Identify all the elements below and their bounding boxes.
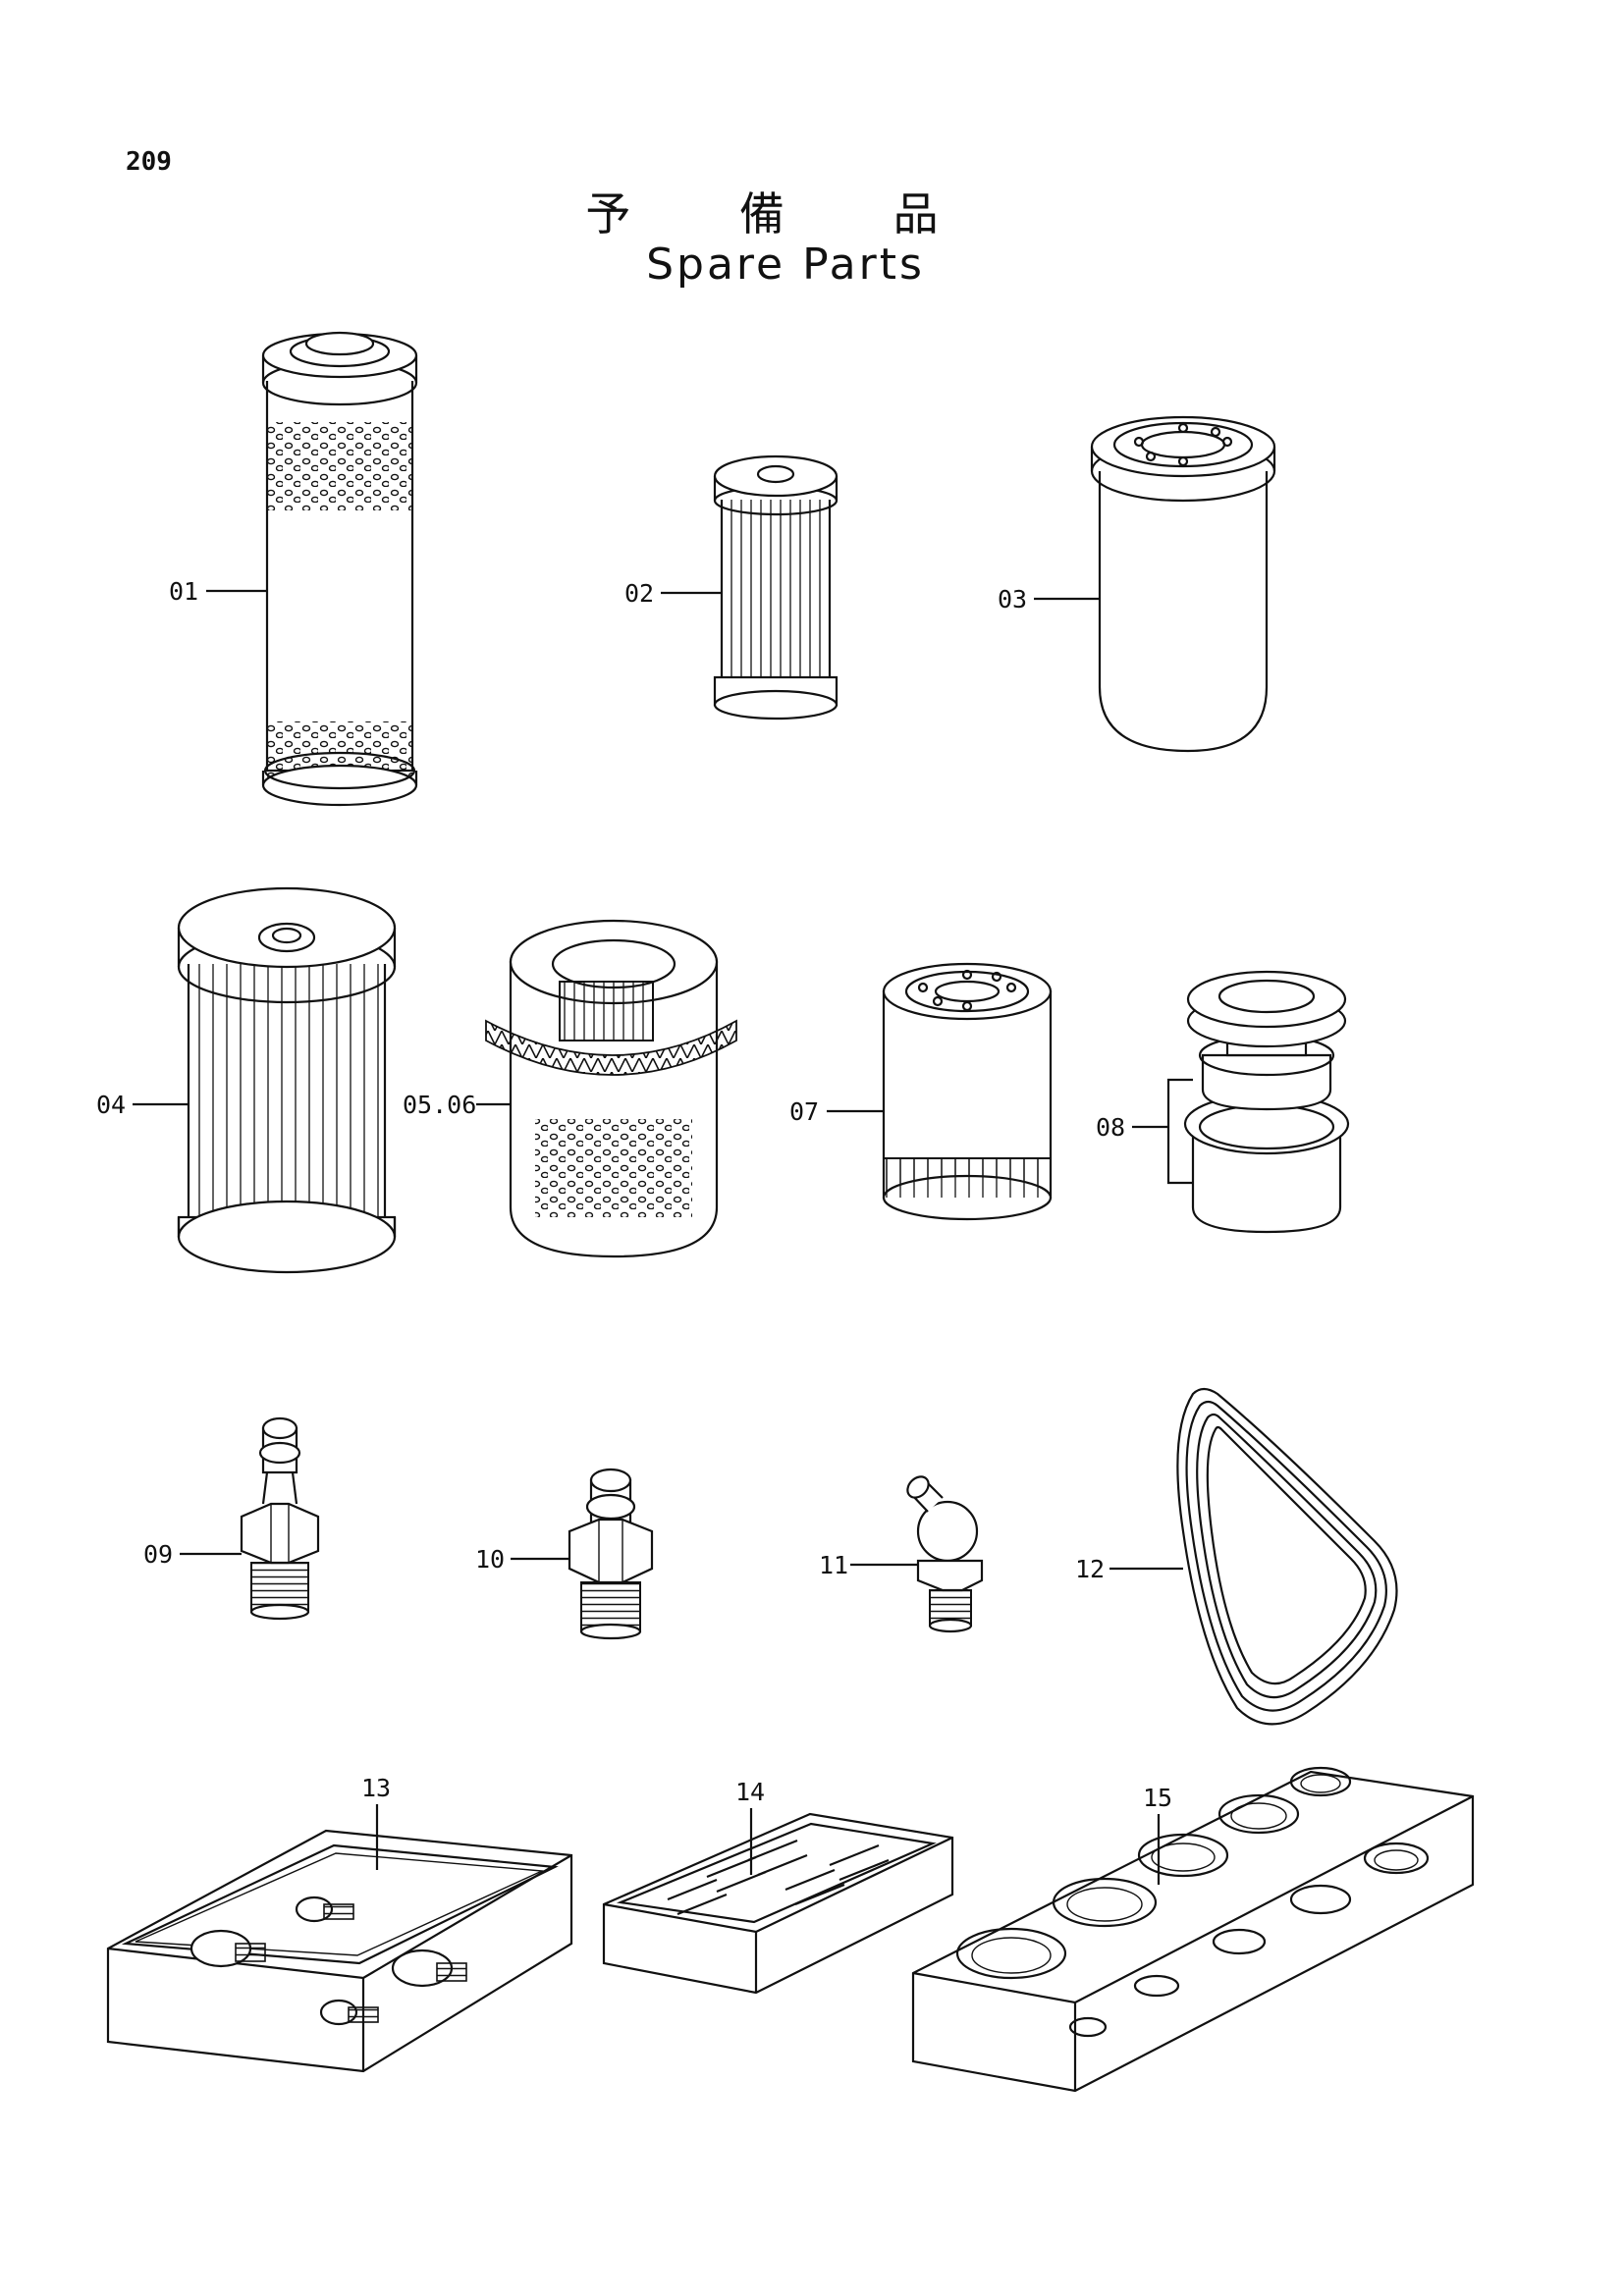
part-15-plug-block: [911, 1766, 1475, 2093]
part-03-filter: [1090, 415, 1276, 753]
part-14-fuse-tray: [602, 1812, 954, 1995]
callout-labels: 01 02 03 04 05.06 07 08 09 10 11 12 13 1…: [96, 577, 1172, 1812]
callout-15: 15: [1143, 1784, 1172, 1812]
part-12-v-belt: [1176, 1387, 1398, 1726]
callout-11: 11: [819, 1551, 848, 1579]
part-10-grease-nipple: [568, 1468, 654, 1640]
page-number: 209: [126, 147, 172, 177]
part-11-angle-grease-nipple: [906, 1475, 984, 1633]
part-01-filter: [261, 331, 418, 807]
part-09-grease-nipple: [240, 1416, 320, 1621]
part-05-06-breather: [485, 919, 737, 1258]
callout-08: 08: [1096, 1113, 1125, 1142]
part-07-oil-filter: [882, 962, 1053, 1221]
leader-lines: [133, 589, 1183, 1885]
part-02-filter: [713, 454, 839, 721]
callout-13: 13: [361, 1774, 391, 1802]
callout-12: 12: [1075, 1555, 1105, 1583]
callout-14: 14: [735, 1778, 765, 1806]
title-japanese: 予 備 品: [585, 187, 986, 240]
callout-05-06: 05.06: [403, 1091, 476, 1119]
callout-02: 02: [624, 579, 654, 608]
callout-10: 10: [475, 1545, 505, 1574]
callout-04: 04: [96, 1091, 126, 1119]
part-13-nipple-tray: [106, 1829, 573, 2073]
callout-07: 07: [789, 1097, 819, 1126]
callout-09: 09: [143, 1540, 173, 1569]
callout-03: 03: [998, 585, 1027, 614]
title-english: Spare Parts: [646, 240, 925, 290]
part-08-element-set: [1166, 970, 1350, 1234]
callout-01: 01: [169, 577, 198, 606]
part-04-filter: [177, 886, 397, 1274]
